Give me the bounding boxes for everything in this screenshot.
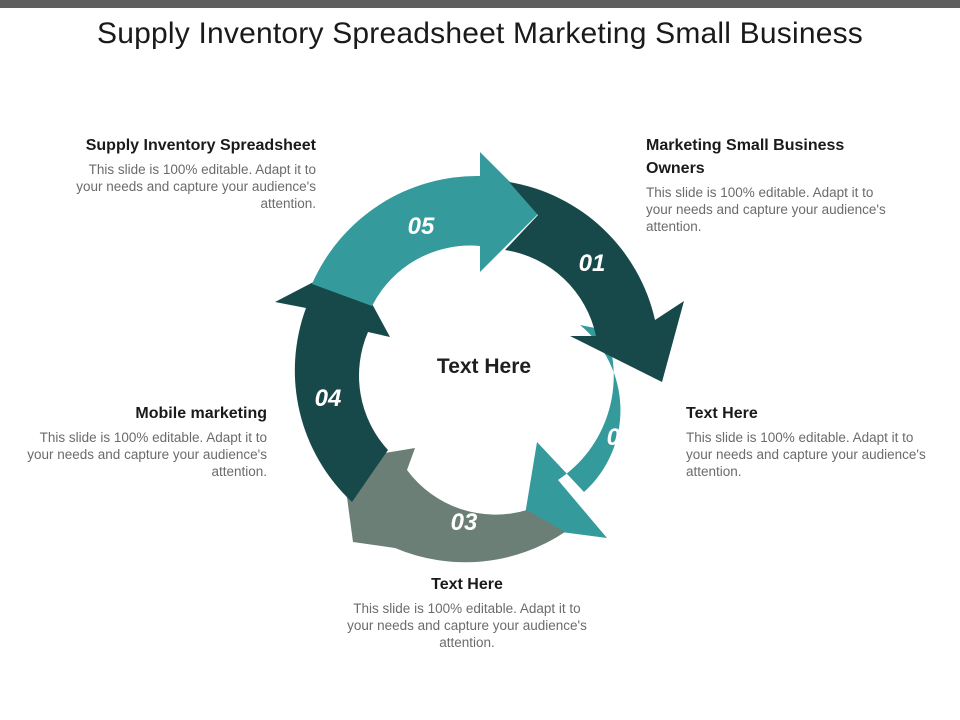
- top-bar: [0, 0, 960, 8]
- segment-01-number: 01: [579, 250, 606, 277]
- text-block-left: Mobile marketing This slide is 100% edit…: [27, 402, 267, 480]
- block-title: Mobile marketing: [135, 405, 267, 422]
- slide-title: Supply Inventory Spreadsheet Marketing S…: [97, 17, 863, 50]
- text-block-bottom: Text Here This slide is 100% editable. A…: [347, 573, 587, 651]
- block-description: This slide is 100% editable. Adapt it to…: [646, 185, 886, 234]
- segment-04-arrow: [275, 263, 390, 502]
- block-description: This slide is 100% editable. Adapt it to…: [27, 430, 267, 479]
- segment-02-arrow: [523, 325, 621, 538]
- block-description: This slide is 100% editable. Adapt it to…: [686, 430, 926, 479]
- segment-05-arrow: [312, 152, 540, 306]
- block-title: Text Here: [686, 405, 758, 422]
- block-title: Text Here: [431, 576, 503, 593]
- text-block-top-left: Supply Inventory Spreadsheet This slide …: [76, 134, 316, 212]
- block-title: Supply Inventory Spreadsheet: [85, 137, 316, 154]
- segment-03-number: 03: [451, 509, 478, 536]
- segment-02-number: 02: [607, 424, 634, 451]
- block-description: This slide is 100% editable. Adapt it to…: [347, 601, 587, 650]
- segment-05-number: 05: [408, 213, 435, 240]
- block-description: This slide is 100% editable. Adapt it to…: [76, 162, 316, 211]
- segment-04-number: 04: [315, 385, 342, 412]
- segment-01-arrow: [505, 182, 684, 382]
- center-label: Text Here: [437, 355, 531, 378]
- segment-03-arrow: [342, 448, 565, 563]
- text-block-top-right: Marketing Small Business Owners This sli…: [646, 134, 886, 235]
- text-block-right: Text Here This slide is 100% editable. A…: [686, 402, 926, 480]
- block-title: Marketing Small Business Owners: [646, 137, 845, 177]
